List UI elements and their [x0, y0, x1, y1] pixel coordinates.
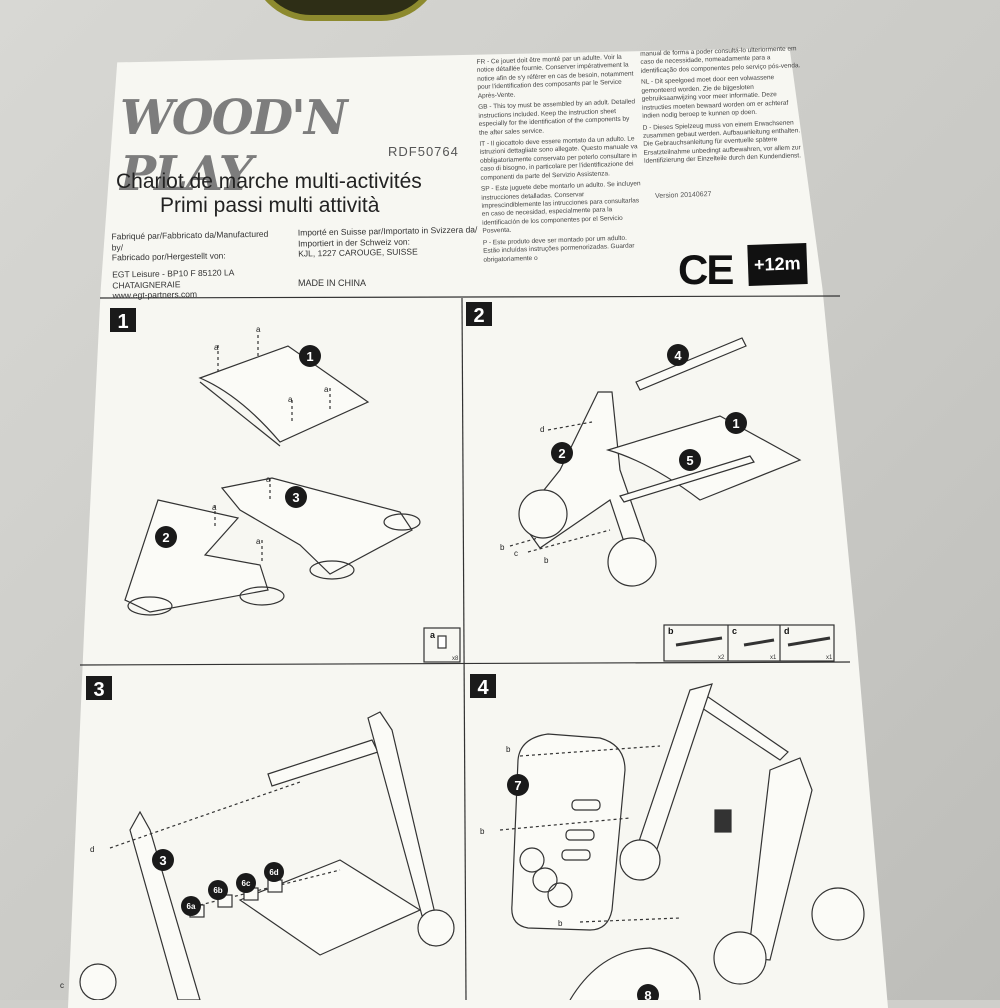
part-callout	[507, 774, 529, 796]
screw-label-c: c	[60, 981, 64, 990]
part-callout	[236, 873, 256, 893]
part-callout	[264, 862, 284, 882]
hardware-c-letter: c	[732, 626, 737, 636]
screw-label-b: b	[480, 827, 485, 836]
product-ref: RDF50764	[388, 144, 459, 159]
hardware-a-icon	[437, 635, 447, 649]
product-title-fr: Chariot de marche multi-activités	[116, 170, 422, 193]
screw-label-d: d	[90, 845, 94, 854]
part-callout	[208, 880, 228, 900]
product-title-it: Primi passi multi attività	[160, 194, 380, 217]
part-callout	[299, 345, 321, 367]
hardware-c-qty: x1	[770, 655, 777, 661]
ce-mark: CE	[678, 246, 734, 293]
part-6a-label: 6a	[187, 902, 196, 911]
step-2-badge	[466, 302, 492, 326]
hardware-d-qty: x1	[826, 655, 833, 661]
step-4-drawing	[499, 683, 865, 1000]
step-1-badge	[110, 308, 136, 332]
screw-label-a: a	[256, 537, 261, 546]
part-3-label-step3: 3	[159, 853, 166, 868]
screw-label-b: b	[544, 556, 549, 565]
step-3-number: 3	[93, 679, 104, 701]
part-3-label: 3	[292, 490, 299, 505]
part-5-label: 5	[686, 453, 693, 468]
screw-b-icon	[675, 636, 723, 647]
step-1-number: 1	[117, 311, 128, 333]
origin-label: MADE IN CHINA	[298, 278, 367, 288]
hardware-b-qty: x2	[718, 655, 725, 661]
part-7-label: 7	[514, 778, 521, 793]
screw-label-a: a	[288, 395, 293, 404]
screw-label-a: a	[266, 475, 271, 484]
part-6c-label: 6c	[242, 879, 251, 888]
part-6d-label: 6d	[269, 868, 278, 877]
hardware-a-letter: a	[430, 630, 436, 640]
part-2-label-step2: 2	[558, 446, 565, 461]
screw-label-a: a	[256, 325, 261, 334]
brand-logo: WOOD'N PLAY	[120, 90, 460, 202]
screw-label-a: a	[214, 343, 219, 352]
step-2-number: 2	[473, 305, 484, 327]
part-6b-label: 6b	[213, 886, 222, 895]
part-callout	[152, 849, 174, 871]
part-1-label-step2: 1	[732, 416, 739, 431]
screw-label-a: a	[212, 503, 217, 512]
step-3-drawing	[79, 711, 455, 1000]
screw-c-icon	[743, 638, 775, 647]
hardware-a-qty: x8	[452, 656, 459, 662]
part-callout	[637, 984, 659, 1000]
part-2-label: 2	[162, 530, 169, 545]
screw-label-c: c	[514, 549, 518, 558]
part-1-label: 1	[306, 349, 313, 364]
screw-label-b: b	[500, 543, 505, 552]
screw-label-d: d	[540, 425, 544, 434]
screw-label-b: b	[558, 919, 563, 928]
part-callout	[725, 412, 747, 434]
part-callout	[181, 896, 201, 916]
part-4-label: 4	[674, 348, 682, 363]
grid-line-center	[461, 297, 467, 1000]
grid-line-top	[99, 295, 841, 299]
brand-logo-text: WOOD'N PLAY	[120, 90, 348, 202]
hardware-d-letter: d	[784, 626, 790, 636]
grid-line-middle	[79, 661, 851, 666]
part-callout	[285, 486, 307, 508]
step-1-drawing	[124, 335, 421, 616]
step-4-number: 4	[477, 677, 489, 699]
screw-label-b: b	[506, 745, 511, 754]
part-callout	[667, 344, 689, 366]
screw-d-icon	[787, 636, 831, 647]
part-callout	[155, 526, 177, 548]
screw-label-a: a	[324, 385, 329, 394]
hardware-b-letter: b	[668, 626, 674, 636]
step-2-drawing	[509, 337, 802, 587]
part-callout	[679, 449, 701, 471]
part-callout	[551, 442, 573, 464]
step-3-badge	[86, 676, 112, 700]
part-8-label: 8	[644, 988, 651, 1000]
step-4-badge	[470, 674, 496, 698]
